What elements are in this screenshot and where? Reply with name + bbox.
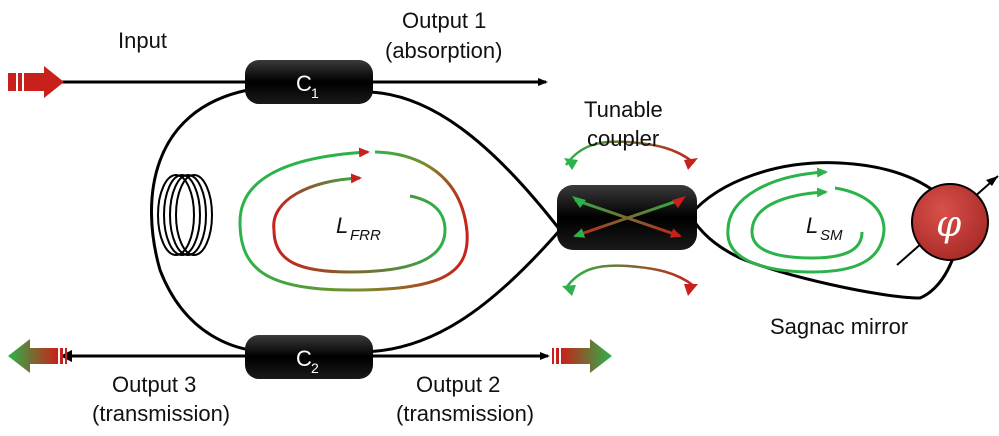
- tunable-coupler: [557, 185, 697, 250]
- output1-sublabel: (absorption): [385, 38, 502, 63]
- frr-inner-arc-top-icon: [272, 173, 362, 231]
- output1-label: Output 1: [402, 8, 486, 33]
- output2-sublabel: (transmission): [396, 401, 534, 426]
- tunable-top-right-arrowhead-icon: [684, 158, 698, 170]
- coupler-c1-label: C: [296, 71, 312, 96]
- sm-inner-arc-top-icon: [750, 187, 828, 233]
- tunable-bottom-right-arrowhead-icon: [684, 284, 698, 296]
- input-arrow-icon: [8, 66, 64, 98]
- tunable-top-left-arrowhead-icon: [564, 158, 578, 170]
- tunable-coupler-label: Tunable: [584, 97, 663, 122]
- tunable-bottom-left-arrowhead-icon: [562, 285, 576, 296]
- coupler-c2-subscript: 2: [311, 360, 319, 376]
- sm-inner-arc: [750, 231, 864, 260]
- frr-length-subscript: FRR: [350, 227, 381, 244]
- output3-arrow-icon: [8, 339, 67, 373]
- sm-outer-arc: [726, 186, 886, 274]
- tunable-coupler-sublabel: coupler: [587, 126, 659, 151]
- sagnac-mirror-label: Sagnac mirror: [770, 314, 908, 339]
- frr-outer-arc-top-icon: [238, 147, 370, 223]
- output2-label: Output 2: [416, 372, 500, 397]
- sm-length-subscript: SM: [820, 227, 843, 244]
- output3-label: Output 3: [112, 372, 196, 397]
- coupler-c2: C 2: [245, 335, 373, 379]
- frr-outer-arc: [238, 221, 469, 292]
- tunable-bottom-arrow-icon: [564, 264, 695, 289]
- fiber-coil-icon: [157, 174, 213, 256]
- output3-sublabel: (transmission): [92, 401, 230, 426]
- ring-resonator-loop: [150, 88, 562, 354]
- coupler-c1-subscript: 1: [311, 85, 319, 101]
- frr-outer-arc-right: [374, 150, 469, 233]
- input-label: Input: [118, 28, 167, 53]
- frr-length-label: L: [336, 213, 348, 238]
- phase-symbol: φ: [936, 204, 962, 245]
- output2-arrow-icon: [552, 339, 612, 373]
- coupler-c1: C 1: [245, 60, 373, 104]
- sm-length-label: L: [806, 213, 818, 238]
- sm-outer-arc-top-icon: [726, 167, 828, 231]
- phase-shifter-icon: φ: [896, 175, 999, 266]
- frr-inner-arc: [272, 194, 447, 274]
- tunable-top-arrow-icon: [564, 140, 695, 166]
- coupler-c2-label: C: [296, 346, 312, 371]
